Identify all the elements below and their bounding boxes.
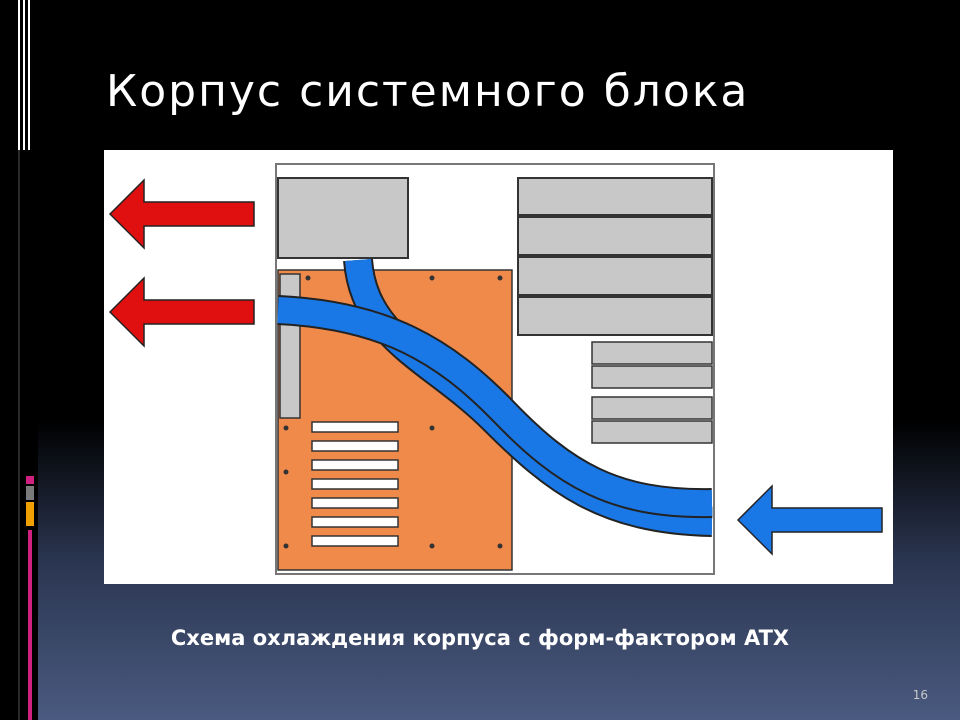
strip-lines bbox=[18, 0, 34, 720]
drive-bay bbox=[517, 296, 713, 336]
mounting-hole bbox=[283, 425, 289, 431]
exhaust-arrow bbox=[108, 276, 255, 348]
cooling-diagram bbox=[104, 150, 893, 584]
airflow-tubes bbox=[277, 258, 713, 537]
exhaust-arrow bbox=[108, 178, 255, 250]
mounting-hole bbox=[429, 543, 435, 549]
expansion-slot bbox=[311, 421, 399, 433]
drive-bay bbox=[517, 216, 713, 256]
drive-bay bbox=[517, 177, 713, 216]
expansion-slot bbox=[311, 497, 399, 509]
expansion-slot bbox=[311, 516, 399, 528]
page-number: 16 bbox=[912, 688, 928, 702]
drive-bay bbox=[517, 256, 713, 296]
drive-bay bbox=[591, 396, 713, 420]
intake-arrow bbox=[736, 484, 883, 556]
drive-bay bbox=[591, 420, 713, 444]
mounting-holes bbox=[283, 275, 503, 549]
left-decor-strip bbox=[0, 0, 38, 720]
expansion-slot bbox=[311, 459, 399, 471]
mounting-hole bbox=[283, 543, 289, 549]
mounting-hole bbox=[497, 275, 503, 281]
drive-bays-large bbox=[517, 177, 713, 336]
diagram-caption: Схема охлаждения корпуса с форм-фактором… bbox=[170, 626, 790, 650]
expansion-slot bbox=[311, 478, 399, 490]
drive-bay bbox=[591, 341, 713, 365]
mounting-hole bbox=[283, 469, 289, 475]
mounting-hole bbox=[429, 275, 435, 281]
expansion-slot bbox=[311, 440, 399, 452]
mounting-hole bbox=[429, 425, 435, 431]
slide-title: Корпус системного блока bbox=[106, 66, 750, 117]
expansion-slots bbox=[311, 421, 399, 547]
mounting-hole bbox=[305, 275, 311, 281]
cooling-diagram-svg bbox=[108, 163, 883, 575]
power-supply bbox=[277, 177, 409, 259]
airflow-tube bbox=[277, 297, 713, 517]
drive-bay bbox=[591, 365, 713, 389]
drive-bays-small bbox=[591, 341, 713, 444]
expansion-slot bbox=[311, 535, 399, 547]
mounting-hole bbox=[497, 543, 503, 549]
